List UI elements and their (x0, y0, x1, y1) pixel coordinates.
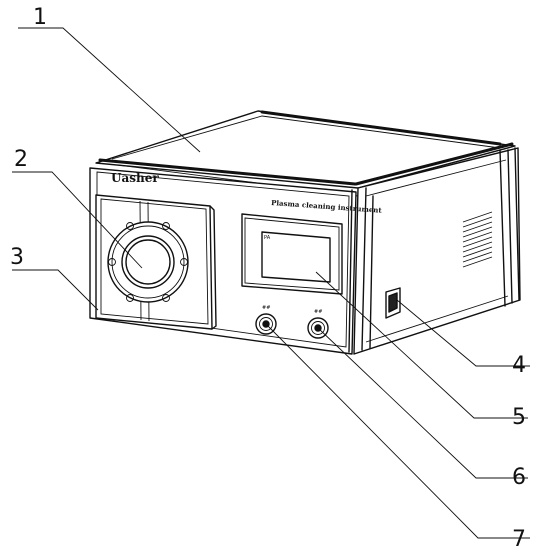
brand-logo-text: Uasher (111, 171, 159, 185)
callout-2: 2 (14, 147, 28, 172)
display-screen (261, 231, 331, 283)
callout-7: 7 (512, 527, 526, 552)
callout-3: 3 (10, 245, 24, 270)
right-knob-label: ## (314, 309, 322, 315)
callout-6: 6 (512, 465, 526, 490)
left-knob-label: ## (262, 305, 270, 311)
power-switch (385, 287, 401, 319)
callout-1: 1 (33, 5, 47, 30)
side-vents (462, 211, 493, 268)
callout-5: 5 (512, 405, 526, 430)
viewing-window (107, 221, 189, 303)
screen-text: PA (264, 235, 271, 241)
leader-lines (12, 27, 530, 539)
callout-4: 4 (512, 353, 526, 378)
